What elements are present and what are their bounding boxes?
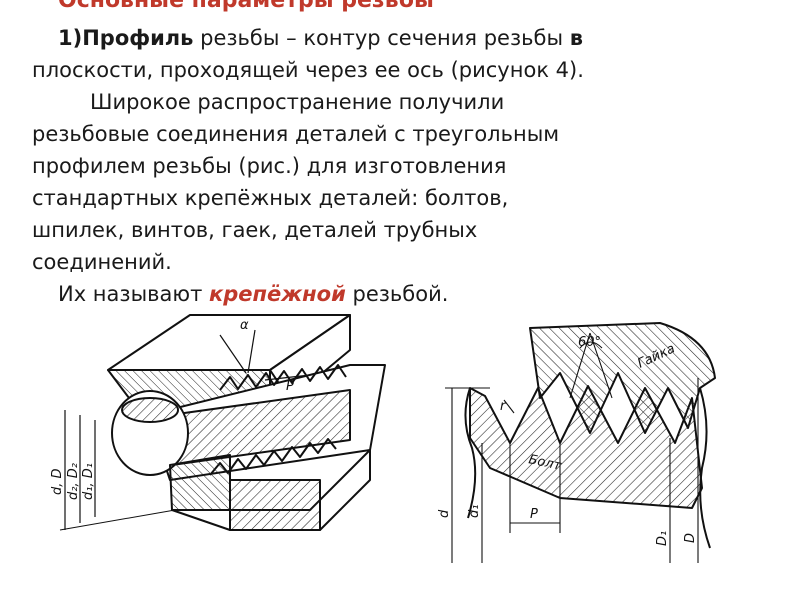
- profile-term: Профиль: [82, 26, 194, 50]
- thread-connection-cutaway-figure: α P d, D d₂, D₂ d₁, D₁: [50, 314, 386, 531]
- diameter-mid-label: d₂, D₂: [66, 463, 81, 500]
- d1-label: d₁: [467, 505, 482, 518]
- slide-title: Основные параметры резьбы: [58, 0, 434, 13]
- diameter-outer-label: d, D: [50, 468, 65, 495]
- D1-label: D₁: [655, 531, 670, 546]
- radius-label: r: [500, 399, 507, 414]
- diameter-inner-label: d₁, D₁: [81, 463, 96, 500]
- D-label: D: [683, 533, 698, 543]
- paragraph-profile: 1)Профиль резьбы – контур сечения резьбы…: [32, 22, 772, 54]
- thread-profile-section-figure: 60° Гайка Болт r P d d₁ D₁ D: [437, 322, 716, 563]
- fastener-prefix: Их называют: [58, 282, 209, 306]
- thread-angle-label: 60°: [578, 335, 601, 350]
- profile-number: 1): [58, 26, 83, 50]
- text-block: 1)Профиль резьбы – контур сечения резьбы…: [32, 22, 772, 310]
- profile-definition-line2: плоскости, проходящей через ее ось (рису…: [32, 58, 584, 82]
- paragraph-usage-line3: профилем резьбы (рис.) для изготовления: [32, 154, 507, 178]
- profile-definition-end: в: [569, 26, 584, 50]
- angle-label-alpha: α: [240, 318, 249, 333]
- pitch-label-right: P: [530, 507, 538, 522]
- paragraph-usage-line2: резьбовые соединения деталей с треугольн…: [32, 122, 560, 146]
- fastener-highlight: крепёжной: [209, 282, 346, 306]
- pitch-label-left: P: [286, 379, 294, 394]
- bolt-label: Болт: [527, 452, 563, 474]
- paragraph-usage-line6: соединений.: [32, 250, 172, 274]
- d-label: d: [437, 509, 452, 518]
- paragraph-usage-line5: шпилек, винтов, гаек, деталей трубных: [32, 218, 478, 242]
- paragraph-fastener: Их называют крепёжной резьбой.: [32, 278, 772, 310]
- fastener-suffix: резьбой.: [345, 282, 449, 306]
- profile-definition: резьбы – контур сечения резьбы: [193, 26, 570, 50]
- paragraph-usage-line1: Широкое распространение получили: [90, 90, 505, 114]
- paragraph-usage-line4: стандартных крепёжных деталей: болтов,: [32, 186, 509, 210]
